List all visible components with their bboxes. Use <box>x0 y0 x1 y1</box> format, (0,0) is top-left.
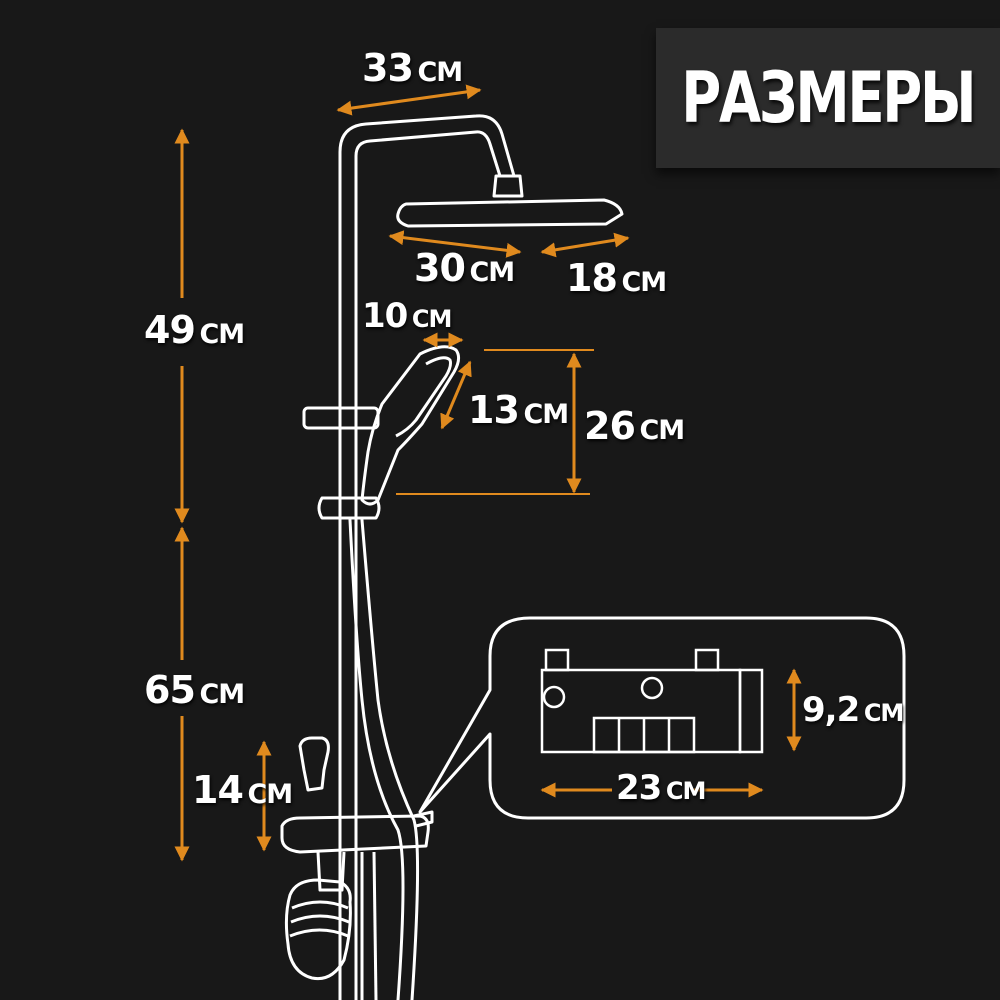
label-33cm-unit: СМ <box>417 57 463 88</box>
arrow-18cm <box>540 232 630 258</box>
label-13cm-value: 13 <box>468 388 520 432</box>
mixer-assembly <box>280 736 434 1000</box>
label-23cm: 23 СМ <box>616 768 706 808</box>
arrow-30cm <box>388 230 522 258</box>
label-26cm-unit: СМ <box>639 415 685 446</box>
title-panel: РАЗМЕРЫ <box>656 28 1000 168</box>
dimension-arrows <box>174 84 802 862</box>
label-18cm-value: 18 <box>566 256 618 300</box>
label-14cm-value: 14 <box>192 768 244 812</box>
overhead-shower-head <box>396 174 624 228</box>
label-14cm: 14 СМ <box>192 768 293 812</box>
label-26cm-value: 26 <box>584 404 636 448</box>
label-30cm: 30 СМ <box>414 246 515 290</box>
label-9-2cm-value: 9,2 <box>802 690 860 730</box>
label-18cm-unit: СМ <box>621 267 667 298</box>
label-65cm-value: 65 <box>144 668 196 712</box>
label-26cm: 26 СМ <box>584 404 685 448</box>
label-65cm-unit: СМ <box>199 679 245 710</box>
arrow-13cm <box>440 360 472 430</box>
label-65cm: 65 СМ <box>144 668 245 712</box>
reference-lines <box>396 349 594 495</box>
label-10cm-unit: СМ <box>411 305 452 333</box>
label-13cm-unit: СМ <box>523 399 569 430</box>
label-23cm-value: 23 <box>616 768 662 808</box>
arrow-33cm <box>336 84 482 116</box>
label-10cm: 10 СМ <box>362 296 452 336</box>
label-33cm: 33 СМ <box>362 46 463 90</box>
label-49cm-unit: СМ <box>199 319 245 350</box>
label-49cm: 49 СМ <box>144 308 245 352</box>
label-9-2cm-unit: СМ <box>863 699 904 727</box>
label-49cm-value: 49 <box>144 308 196 352</box>
label-9-2cm: 9,2 СМ <box>802 690 904 730</box>
mixer-callout <box>418 616 906 820</box>
label-10cm-value: 10 <box>362 296 408 336</box>
label-23cm-unit: СМ <box>665 777 706 805</box>
shower-rail-outline <box>338 114 516 1000</box>
shower-hose <box>348 518 420 1000</box>
label-33cm-value: 33 <box>362 46 414 90</box>
label-30cm-value: 30 <box>414 246 466 290</box>
label-18cm: 18 СМ <box>566 256 667 300</box>
label-30cm-unit: СМ <box>469 257 515 288</box>
control-panel-outline <box>540 648 764 754</box>
label-14cm-unit: СМ <box>247 779 293 810</box>
page-title: РАЗМЕРЫ <box>681 57 977 139</box>
label-13cm: 13 СМ <box>468 388 569 432</box>
